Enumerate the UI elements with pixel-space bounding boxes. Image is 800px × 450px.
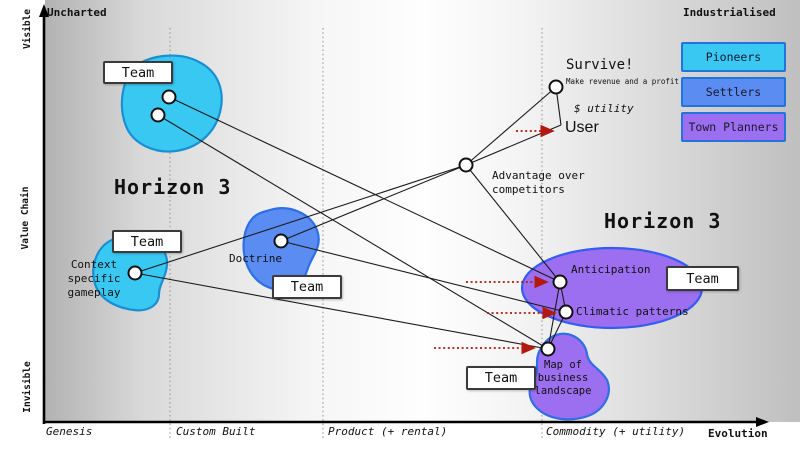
stage-genesis: Genesis xyxy=(46,425,93,438)
team-box-label: Team xyxy=(290,279,324,295)
team-box-label: Team xyxy=(686,270,719,287)
edge-context-map_of_landscape xyxy=(134,272,549,350)
legend-pioneers-label: Pioneers xyxy=(705,50,762,64)
node-doctrine xyxy=(273,233,289,249)
node-team_b xyxy=(150,107,166,123)
edge-doctrine-advantage xyxy=(280,164,467,242)
legend-pioneers: Pioneers xyxy=(681,42,786,72)
stage-custom-built: Custom Built xyxy=(176,425,256,438)
y-axis-visible-label: Visible xyxy=(22,8,34,50)
user-label: User xyxy=(565,119,599,136)
team-box-label: Team xyxy=(130,233,164,250)
team-box-label: Team xyxy=(121,64,155,81)
doctrine-label: Doctrine xyxy=(229,252,282,265)
x-axis-arrowhead xyxy=(756,417,769,427)
advantage-label: Advantage over competitors xyxy=(492,169,585,196)
climatic-patterns-label: Climatic patterns xyxy=(576,305,689,318)
node-anticipation xyxy=(552,274,568,290)
edge-team_a-anticipation xyxy=(168,96,561,283)
horizon-3-right: Horizon 3 xyxy=(604,209,722,233)
survive-label: Survive! xyxy=(566,57,634,73)
node-circles xyxy=(127,79,574,357)
team-box-context: Team xyxy=(112,230,182,253)
horizon-3-left: Horizon 3 xyxy=(114,175,232,199)
survive-sublabel: Make revenue and a profit xyxy=(566,77,679,86)
node-team_a xyxy=(161,89,177,105)
team-box-pioneers-top: Team xyxy=(103,61,173,84)
team-box-map: Team xyxy=(466,366,536,390)
node-advantage xyxy=(458,157,474,173)
edge-context-advantage xyxy=(134,164,467,274)
node-context xyxy=(127,265,143,281)
y-axis-arrowhead xyxy=(39,4,49,17)
edge-advantage-anticipation xyxy=(465,164,561,283)
team-box-label: Team xyxy=(484,370,518,386)
legend-town-planners-label: Town Planners xyxy=(688,120,779,134)
stage-product: Product (+ rental) xyxy=(328,425,448,438)
node-climatic xyxy=(558,304,574,320)
legend-settlers-label: Settlers xyxy=(705,85,762,99)
node-survive xyxy=(548,79,564,95)
x-axis-title: Evolution xyxy=(708,427,768,440)
legend-town-planners: Town Planners xyxy=(681,112,786,142)
movement-arrows xyxy=(434,124,557,355)
node-map_of_landscape xyxy=(540,341,556,357)
stage-commodity: Commodity (+ utility) xyxy=(546,425,686,438)
industrialised-label: Industrialised xyxy=(683,6,776,19)
y-axis-invisible-label: Invisible xyxy=(22,361,34,413)
map-of-business-landscape-label: Map of business landscape xyxy=(534,359,592,398)
edge-advantage-user xyxy=(465,124,562,166)
edge-survive-advantage xyxy=(465,86,557,166)
edge-doctrine-climatic xyxy=(280,240,567,313)
legend-settlers: Settlers xyxy=(681,77,786,107)
edge-team_b-map_of_landscape xyxy=(157,114,549,350)
anticipation-label: Anticipation xyxy=(571,263,651,276)
axes xyxy=(39,4,769,427)
legend: Pioneers Settlers Town Planners xyxy=(681,42,786,147)
team-box-town-planners: Team xyxy=(666,266,739,291)
y-axis-title: Value Chain xyxy=(20,186,32,250)
team-box-doctrine: Team xyxy=(272,275,342,299)
uncharted-label: Uncharted xyxy=(47,6,107,19)
context-specific-gameplay-label: Context specific gameplay xyxy=(67,258,121,299)
utility-flow-label: $ utility xyxy=(574,102,634,115)
